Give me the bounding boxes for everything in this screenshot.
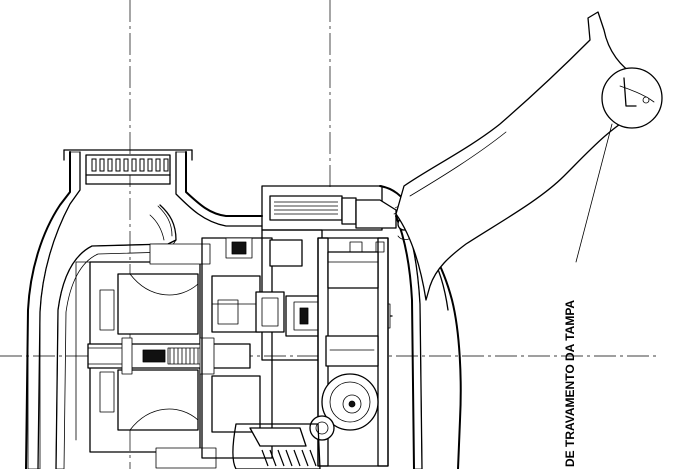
motor-block	[75, 243, 217, 469]
vent-grille	[85, 154, 171, 185]
outer-housing	[25, 149, 263, 469]
inner-wall	[55, 204, 177, 469]
detail-callout	[575, 67, 663, 263]
right-housing	[317, 237, 389, 467]
callout-label: DE TRAVAMENTO DA TAMPA	[563, 300, 577, 467]
pump-wheel	[309, 373, 379, 441]
lid-cover	[261, 185, 409, 231]
central-shaft	[87, 337, 251, 375]
locking-lever	[395, 11, 655, 301]
rotor-assembly	[201, 237, 273, 459]
drain-spring	[232, 423, 321, 469]
